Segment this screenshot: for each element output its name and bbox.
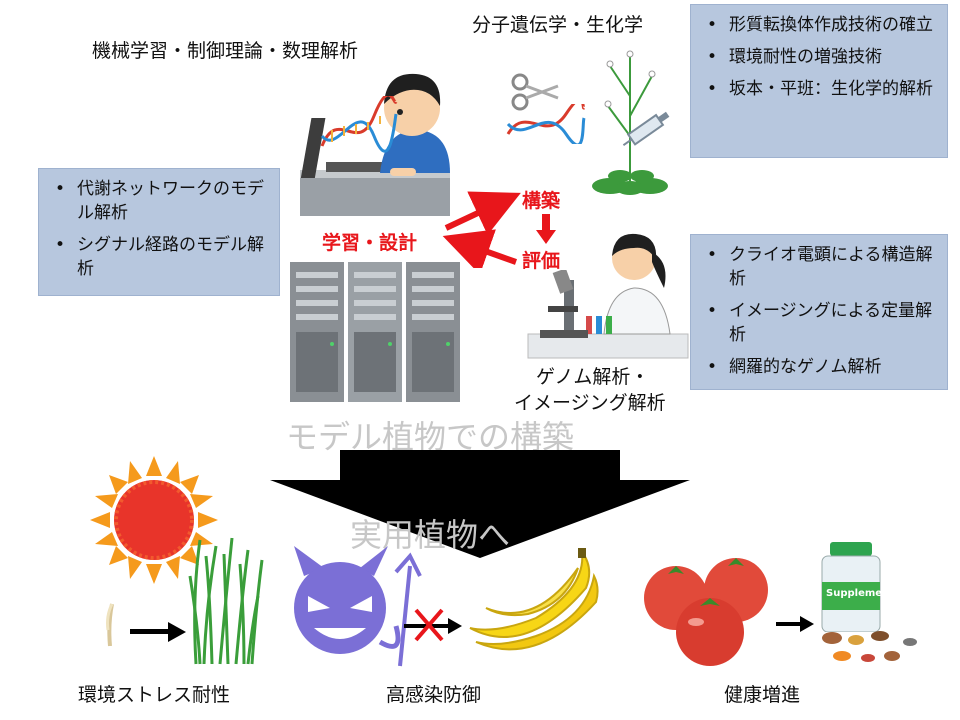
molecular-genetics-label: 分子遺伝学・生化学 xyxy=(472,14,644,36)
cycle-learn-design-label: 学習・設計 xyxy=(322,232,418,254)
banana-icon xyxy=(466,548,606,658)
cycle-arrows xyxy=(430,178,530,268)
list-item: シグナル経路のモデル解析 xyxy=(49,233,269,281)
plant-icon xyxy=(590,36,670,196)
info-box-right-top: 形質転換体作成技術の確立 環境耐性の増強技術 坂本・平班：生化学的解析 xyxy=(690,4,948,158)
info-box-left-middle: 代謝ネットワークのモデル解析 シグナル経路のモデル解析 xyxy=(38,168,280,296)
down-arrow xyxy=(536,214,556,244)
cycle-evaluate-label: 評価 xyxy=(522,250,561,272)
grass-icon xyxy=(186,536,266,666)
microscope-icon xyxy=(534,270,594,340)
health-promotion-label: 健康増進 xyxy=(724,684,801,706)
list-item: 環境耐性の増強技術 xyxy=(701,45,937,69)
to-practical-title: 実用植物へ xyxy=(350,516,511,554)
genome-label: ゲノム解析・ xyxy=(536,366,650,388)
list-item: イメージングによる定量解析 xyxy=(701,299,937,347)
list-item: 形質転換体作成技術の確立 xyxy=(701,13,937,37)
server-rack-icon xyxy=(290,262,460,402)
supplement-label: Supplement xyxy=(826,588,894,599)
list-item: 代謝ネットワークのモデル解析 xyxy=(49,177,269,225)
lab-researcher-icon xyxy=(524,222,694,362)
list-item: 坂本・平班：生化学的解析 xyxy=(701,77,937,101)
imaging-label: イメージング解析 xyxy=(514,392,666,414)
virus-devil-icon xyxy=(284,546,424,676)
scissors-icon xyxy=(510,72,560,112)
arrow-right xyxy=(776,614,816,634)
dna-icon xyxy=(318,96,398,156)
syringe-icon xyxy=(618,108,678,148)
seedling-icon xyxy=(100,600,120,648)
cycle-build-label: 構築 xyxy=(522,190,561,212)
model-plants-title: モデル植物での構築 xyxy=(286,418,575,456)
info-box-right-middle: クライオ電顕による構造解析 イメージングによる定量解析 網羅的なゲノム解析 xyxy=(690,234,948,390)
tomato-icon xyxy=(640,552,780,672)
infection-defense-label: 高感染防御 xyxy=(386,684,482,706)
supplement-bottle-icon xyxy=(816,542,886,632)
scientist-at-laptop-icon xyxy=(300,58,470,218)
sun-icon xyxy=(88,454,220,586)
dna-icon xyxy=(506,104,586,144)
machine-learning-label: 機械学習・制御理論・数理解析 xyxy=(92,40,359,62)
cross-mark-icon xyxy=(404,606,464,646)
big-down-arrow xyxy=(270,450,690,560)
arrow-right xyxy=(130,622,186,642)
list-item: クライオ電顕による構造解析 xyxy=(701,243,937,291)
pills-icon xyxy=(820,628,930,668)
stress-tolerance-label: 環境ストレス耐性 xyxy=(78,684,231,706)
list-item: 網羅的なゲノム解析 xyxy=(701,355,937,379)
